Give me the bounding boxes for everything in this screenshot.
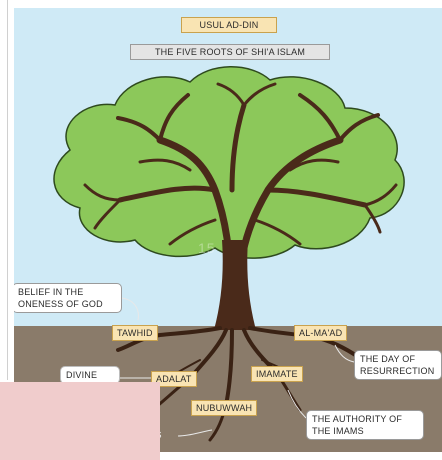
almaad-meaning-note: THE DAY OF RESURRECTION [354,350,442,380]
root-label-imamate: IMAMATE [251,366,303,382]
imamate-meaning-note: THE AUTHORITY OF THE IMAMS [306,410,424,440]
tawhid-meaning-note: BELIEF IN THE ONENESS OF GOD [12,283,122,313]
left-divider [7,0,8,380]
root-label-almaad: AL-MA'AD [294,325,348,341]
overlay-box [0,382,160,460]
root-label-nubuwwah: NUBUWWAH [191,400,258,416]
watermark-text: 15 [198,240,216,256]
tree-trunk [214,240,256,330]
root-label-adalat: ADALAT [151,371,197,387]
root-label-tawhid: TAWHID [112,325,158,341]
tree-foliage [53,66,405,259]
diagram-subtitle: THE FIVE ROOTS OF SHI'A ISLAM [130,44,330,60]
diagram-title: USUL AD-DIN [181,17,277,33]
label-connectors [117,297,355,437]
bottom-strip [0,452,442,460]
